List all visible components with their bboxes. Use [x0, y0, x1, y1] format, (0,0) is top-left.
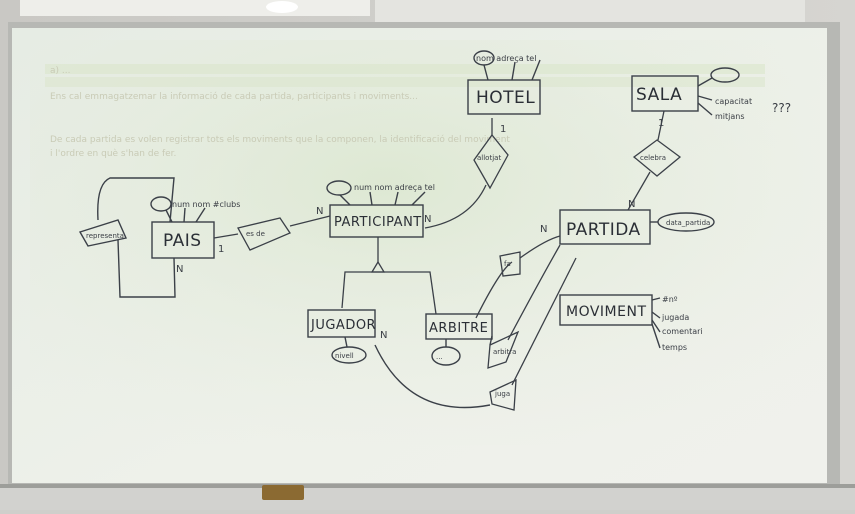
svg-text:data_partida: data_partida — [666, 219, 710, 227]
entity-jugador: JUGADOR nivell — [307, 309, 491, 409]
entity-sala: SALA — [631, 67, 740, 116]
entity-participant: PARTICIPANT num nom adreça tel — [326, 180, 435, 238]
svg-text:HOTEL: HOTEL — [476, 88, 535, 108]
projected-line-1: a) ... — [50, 66, 70, 76]
pais-recursive-rel: representa — [86, 232, 124, 240]
moviment-attr-num: #nº — [662, 295, 678, 304]
projected-line-2: Ens cal emmagatzemar la informació de ca… — [50, 91, 418, 102]
relationship-arbitra: arbitra — [475, 244, 561, 369]
upper-panel-left — [20, 0, 370, 16]
relationship-fa-box: fa — [499, 235, 561, 277]
moviment-attr-temps: temps — [662, 343, 687, 352]
sala-attr-capacitat: capacitat — [715, 97, 752, 106]
svg-text:allotjat: allotjat — [477, 154, 501, 162]
svg-text:SALA: SALA — [636, 85, 682, 105]
svg-text:...: ... — [436, 353, 443, 361]
projector-area — [30, 40, 820, 445]
svg-text:num nom #clubs: num nom #clubs — [172, 200, 240, 209]
svg-text:PARTICIPANT: PARTICIPANT — [334, 215, 422, 230]
marker-tray — [0, 484, 855, 510]
jugador-cardinality: N — [380, 330, 387, 341]
moviment-attr-comentari: comentari — [662, 327, 703, 336]
svg-text:ARBITRE: ARBITRE — [429, 321, 488, 336]
entity-arbitre: ARBITRE ... — [425, 313, 493, 366]
svg-text:JUGADOR: JUGADOR — [310, 318, 376, 333]
relationship-juga: juga — [489, 257, 577, 411]
projected-line-3: De cada partida es volen registrar tots … — [50, 134, 510, 145]
partida-cardinality-n2: N — [540, 224, 547, 235]
svg-text:MOVIMENT: MOVIMENT — [566, 304, 647, 320]
svg-text:fa: fa — [504, 260, 511, 268]
svg-text:nom adreça tel: nom adreça tel — [476, 54, 536, 63]
eraser — [262, 485, 304, 500]
relationship-allotjat: allotjat — [424, 118, 509, 229]
pais-cardinality-n: N — [176, 264, 183, 275]
moviment-attr-jugada: jugada — [661, 313, 689, 322]
svg-text:arbitra: arbitra — [493, 348, 516, 356]
partida-cardinality-n: N — [628, 199, 635, 210]
sala-attr-mitjans: mitjans — [715, 112, 745, 121]
svg-text:PARTIDA: PARTIDA — [566, 220, 641, 240]
svg-text:num nom adreça tel: num nom adreça tel — [354, 183, 435, 192]
svg-text:PAIS: PAIS — [163, 231, 202, 251]
svg-text:es de: es de — [246, 230, 265, 238]
entity-moviment: MOVIMENT — [559, 294, 661, 349]
svg-text:nivell: nivell — [335, 352, 354, 360]
entity-pais: PAIS num nom #clubs — [78, 177, 240, 298]
svg-text:celebra: celebra — [640, 154, 666, 162]
relationship-celebra: celebra — [627, 110, 682, 211]
relationship-es-de: es de — [213, 215, 331, 251]
svg-text:juga: juga — [494, 390, 510, 398]
hotel-cardinality: 1 — [500, 124, 506, 135]
entity-hotel: HOTEL nom adreça tel — [467, 50, 541, 115]
participant-cardinality-n: N — [316, 206, 323, 217]
isa-hierarchy — [341, 237, 437, 315]
pais-cardinality-1: 1 — [218, 244, 224, 255]
entity-partida: PARTIDA data_partida — [559, 209, 715, 245]
projected-line-4: i l'ordre en què s'han de fer. — [50, 148, 176, 159]
participant-cardinality-n2: N — [424, 214, 431, 225]
light-reflection — [266, 1, 298, 13]
question-marks: ??? — [772, 101, 791, 115]
projected-text: a) ... Ens cal emmagatzemar la informaci… — [45, 64, 765, 159]
upper-panel-right — [375, 0, 805, 22]
